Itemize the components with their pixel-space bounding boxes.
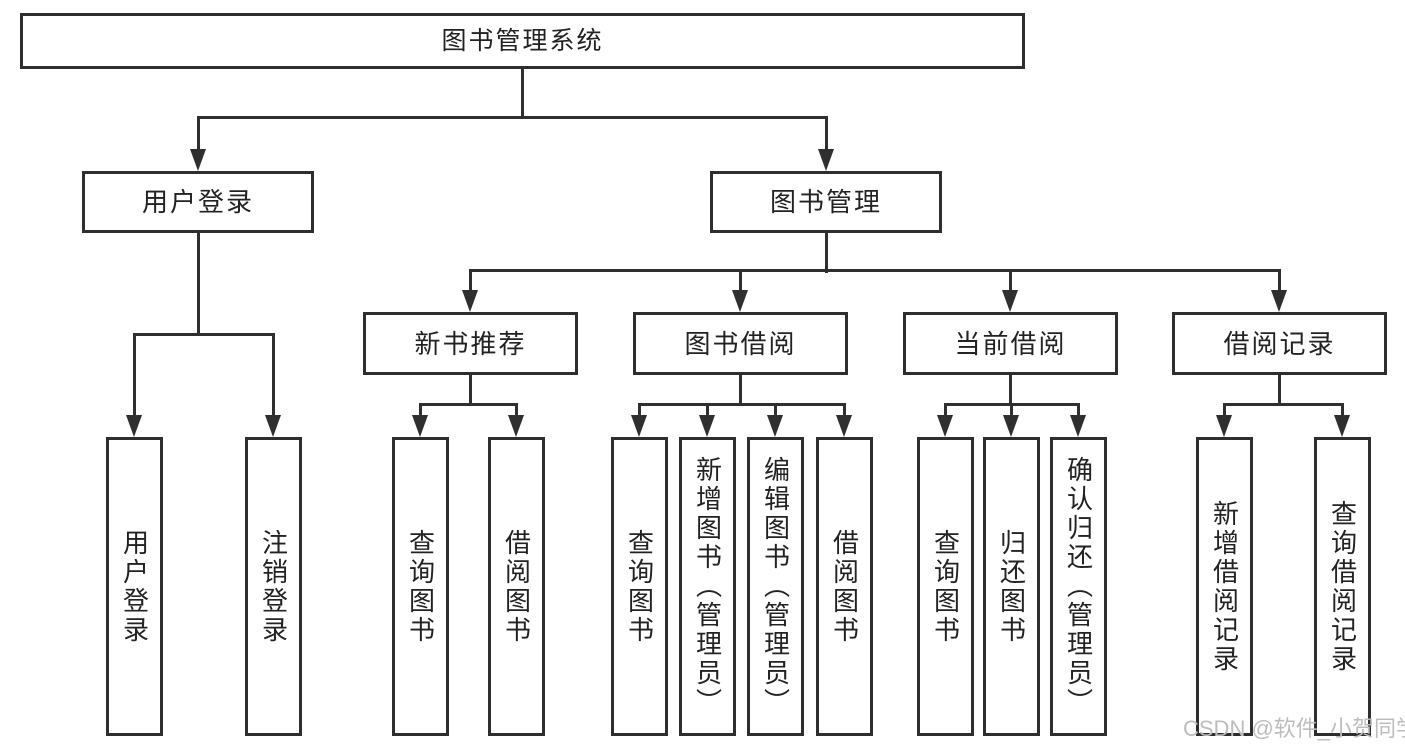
node-label: 查询借阅记录 [1327, 499, 1358, 674]
connector-arrow [1002, 290, 1018, 312]
node-logout: 注销登录 [245, 437, 302, 736]
connector-line [1009, 375, 1012, 406]
node-label: 借阅图书 [501, 528, 532, 645]
connector-line [1278, 375, 1281, 406]
connector-line [469, 375, 472, 406]
watermark: CSDN @软件_小贺同学 [1183, 716, 1405, 741]
connector-arrow [937, 415, 953, 437]
connector-arrow [1334, 415, 1350, 437]
node-borrow-books-recommend: 借阅图书 [488, 437, 545, 736]
node-return-book: 归还图书 [983, 437, 1040, 736]
node-label: 用户登录 [141, 187, 254, 217]
connector-arrow [412, 415, 428, 437]
connector-arrow [699, 415, 715, 437]
node-user-login-module: 用户登录 [82, 171, 314, 233]
node-label: 注销登录 [258, 528, 289, 645]
node-query-books-borrowing: 查询图书 [611, 437, 668, 736]
node-current-borrowing: 当前借阅 [903, 312, 1118, 375]
connector-line [1341, 403, 1344, 419]
connector-line [1010, 403, 1013, 419]
connector-line [774, 403, 777, 419]
connector-line [469, 269, 1281, 272]
connector-line [133, 333, 275, 336]
connector-arrow [1070, 415, 1086, 437]
connector-line [706, 403, 709, 419]
node-label: 图书管理 [769, 187, 882, 217]
connector-line [824, 116, 828, 152]
node-label: 查询图书 [930, 528, 961, 645]
connector-line [196, 116, 200, 152]
connector-arrow [817, 149, 834, 171]
connector-line [739, 269, 742, 295]
connector-line [1278, 269, 1281, 295]
connector-arrow [836, 415, 852, 437]
node-label: 借阅图书 [829, 528, 860, 645]
connector-line [843, 403, 846, 419]
connector-line [196, 233, 200, 336]
node-label: 确认归还（管理员） [1063, 456, 1094, 717]
connector-line [515, 403, 518, 419]
node-label: 借阅记录 [1223, 328, 1336, 359]
node-query-books-recommend: 查询图书 [392, 437, 449, 736]
connector-line [1009, 269, 1012, 295]
connector-arrow [1003, 415, 1019, 437]
connector-arrow [508, 415, 524, 437]
connector-arrow [189, 149, 206, 171]
connector-line [419, 403, 422, 419]
node-add-borrow-record: 新增借阅记录 [1196, 437, 1253, 736]
node-query-books-current: 查询图书 [917, 437, 974, 736]
connector-arrow [462, 290, 478, 312]
node-library-system: 图书管理系统 [20, 13, 1025, 69]
connector-line [272, 333, 275, 418]
node-query-borrow-record: 查询借阅记录 [1314, 437, 1371, 736]
connector-arrow [1271, 290, 1287, 312]
node-edit-book-admin: 编辑图书（管理员） [747, 437, 804, 736]
connector-line [944, 403, 947, 419]
connector-line [196, 116, 828, 119]
connector-arrow [1216, 415, 1232, 437]
connector-line [1077, 403, 1080, 419]
connector-arrow [126, 415, 142, 437]
node-label: 查询图书 [624, 528, 655, 645]
connector-arrow [767, 415, 783, 437]
node-book-management-module: 图书管理 [710, 171, 942, 233]
node-label: 归还图书 [996, 528, 1027, 645]
node-label: 新增借阅记录 [1209, 499, 1240, 674]
node-label: 新书推荐 [414, 328, 527, 359]
connector-line [638, 403, 641, 419]
node-label: 新增图书（管理员） [692, 456, 723, 717]
connector-line [638, 403, 846, 406]
connector-arrow [631, 415, 647, 437]
connector-arrow [732, 290, 748, 312]
node-book-borrowing: 图书借阅 [633, 312, 848, 375]
connector-line [739, 375, 742, 406]
node-borrow-books: 借阅图书 [816, 437, 873, 736]
connector-line [133, 333, 136, 418]
node-label: 编辑图书（管理员） [760, 456, 791, 717]
node-label: 图书管理系统 [441, 26, 604, 55]
node-add-book-admin: 新增图书（管理员） [679, 437, 736, 736]
connector-line [824, 233, 828, 273]
node-borrowing-records: 借阅记录 [1172, 312, 1387, 375]
connector-line [1223, 403, 1344, 406]
node-confirm-return-admin: 确认归还（管理员） [1050, 437, 1107, 736]
node-new-book-recommendation: 新书推荐 [363, 312, 578, 375]
node-label: 查询图书 [405, 528, 436, 645]
connector-line [521, 69, 524, 119]
node-label: 用户登录 [119, 528, 150, 645]
node-user-login: 用户登录 [106, 437, 163, 736]
node-label: 当前借阅 [954, 328, 1067, 359]
connector-line [419, 403, 518, 406]
connector-line [469, 269, 472, 295]
connector-arrow [265, 415, 281, 437]
connector-line [1223, 403, 1226, 419]
node-label: 图书借阅 [684, 328, 797, 359]
